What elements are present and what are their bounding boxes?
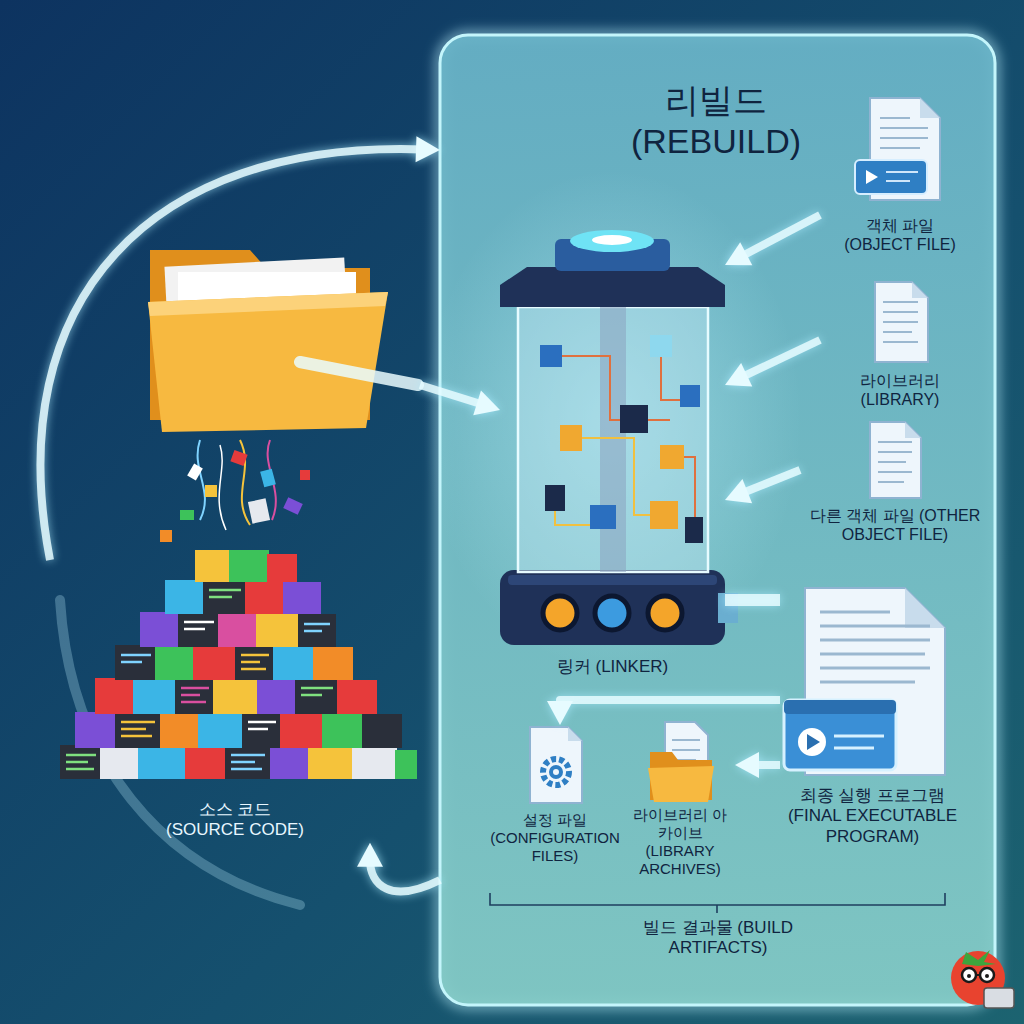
section-label: 빌드 결과물 (BUILD ARTIFACTS) <box>618 918 818 959</box>
arrow-head <box>725 363 752 386</box>
config-file-icon <box>530 727 582 803</box>
connector-line <box>420 385 484 405</box>
connector-line <box>725 594 780 606</box>
object-file-icon <box>855 98 940 200</box>
connector-line <box>741 470 800 494</box>
arrow-head <box>473 390 500 415</box>
connector-arrow <box>357 843 440 892</box>
connector-arrow <box>420 385 500 415</box>
node-label: 객체 파일 (OBJECT FILE) <box>838 216 963 254</box>
other-object-file-icon <box>870 422 921 498</box>
executable-icon <box>784 588 945 775</box>
source-code-node: 소스 코드 (SOURCE CODE) <box>50 235 420 843</box>
node-label: 라이브러리 아카이브 (LIBRARY ARCHIVES) <box>630 806 730 878</box>
folder-beam <box>300 362 418 385</box>
connector-arrow <box>725 600 780 601</box>
folder-icon <box>148 250 388 432</box>
mascot <box>951 950 1014 1008</box>
connector-arrow <box>735 752 780 778</box>
arrow-head <box>725 242 752 265</box>
node-label: 라이브러리 (LIBRARY) <box>840 371 960 409</box>
cycle-arc <box>60 600 300 905</box>
arrow-head <box>547 701 573 725</box>
node-label: 링커 (LINKER) <box>500 657 725 677</box>
arrow-head <box>725 479 752 503</box>
connector-arrow <box>725 470 800 503</box>
node-label: 다른 객체 파일 (OTHER OBJECT FILE) <box>805 506 985 544</box>
library-archive-icon <box>648 722 714 802</box>
panel-title: 리빌드 (REBUILD) <box>606 80 826 162</box>
connector-arrow <box>40 136 440 560</box>
connector-line <box>740 215 820 257</box>
file-node: 객체 파일 (OBJECT FILE) <box>820 95 980 256</box>
node-label: 설정 파일 (CONFIGURATION FILES) <box>485 811 625 865</box>
connector-line <box>40 149 423 560</box>
executable-node: 최종 실행 프로그램 (FINAL EXECUTABLE PROGRAM) <box>780 585 965 849</box>
artifact-node: 설정 파일 (CONFIGURATION FILES) <box>485 725 625 867</box>
linker-machine <box>500 230 738 645</box>
arrow-head <box>735 752 759 778</box>
node-label: 최종 실행 프로그램 (FINAL EXECUTABLE PROGRAM) <box>780 786 965 847</box>
artifact-node: 라이브러리 아카이브 (LIBRARY ARCHIVES) <box>625 720 735 880</box>
connector-line <box>560 700 780 708</box>
node-label: 소스 코드 (SOURCE CODE) <box>160 800 310 841</box>
arrow-head <box>416 136 440 162</box>
file-node: 라이브러리 (LIBRARY) <box>820 280 980 411</box>
connector-arrow <box>547 700 780 725</box>
rebuild-panel: 리빌드 (REBUILD) 링커 (LINKER) 객체 파일 (OBJECT FI… <box>440 35 995 1005</box>
connector-arrow <box>725 340 820 386</box>
artifacts-bracket <box>490 893 945 913</box>
linker-glow <box>422 170 802 670</box>
library-icon <box>875 282 928 362</box>
file-node: 다른 객체 파일 (OTHER OBJECT FILE) <box>800 420 990 546</box>
code-bits <box>160 440 310 542</box>
source-code-pile <box>60 550 417 779</box>
linker-node: 링커 (LINKER) <box>500 225 725 679</box>
connector-line <box>740 340 820 378</box>
arrow-head <box>357 843 383 867</box>
connector-arrow <box>725 215 820 265</box>
